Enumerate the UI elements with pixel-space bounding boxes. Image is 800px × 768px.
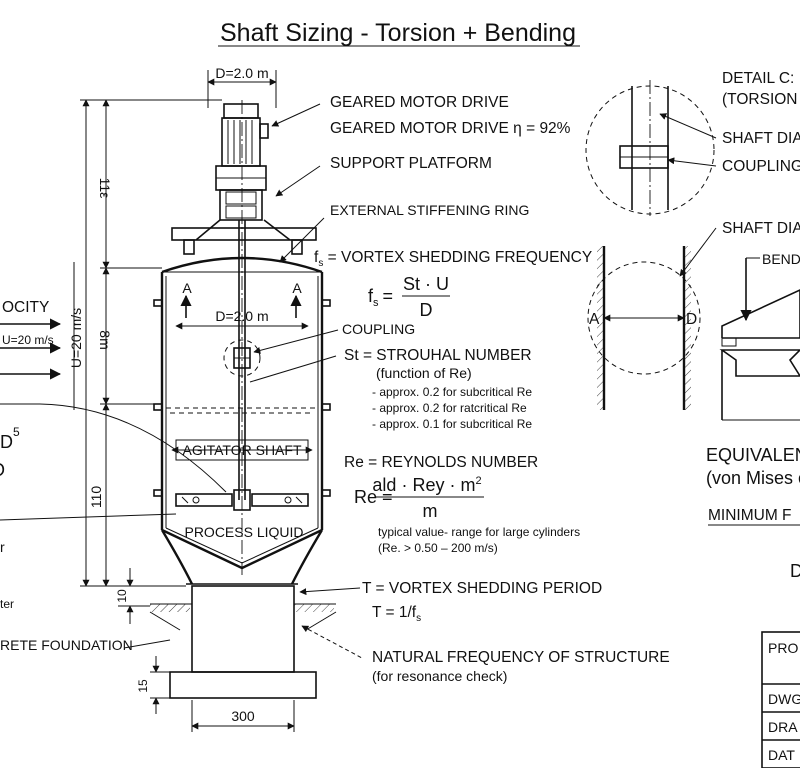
title-block: PRO DWG DRA DAT <box>761 631 800 768</box>
callout-support-platform: SUPPORT PLATFORM <box>330 155 492 172</box>
foundation-footing <box>169 671 317 699</box>
von-mises-label: (von Mises c <box>706 468 800 488</box>
top-diameter-dim: D=2.0 m <box>215 65 268 81</box>
foundation-label: RETE FOUNDATION <box>0 637 133 653</box>
re-denominator: m <box>423 501 438 521</box>
height-dim-4: 10 <box>115 589 129 603</box>
re-definition: Re = REYNOLDS NUMBER <box>344 454 538 471</box>
callout-geared-motor: GEARED MOTOR DRIVE <box>330 94 509 111</box>
detail-c-title: DETAIL C: <box>722 70 794 87</box>
detail-panel: DETAIL C: (TORSION SHAFT DIA COUPLING A … <box>585 70 800 581</box>
st-note-2: - approx. 0.2 for ratcritical Re <box>372 401 527 415</box>
section-mark-a-left: A <box>182 280 192 296</box>
fs-definition: fs = VORTEX SHEDDING FREQUENCY <box>314 249 592 269</box>
re-note-2: (Re. > 0.50 – 200 m/s) <box>378 541 498 555</box>
left-frag-d2: D <box>0 460 5 480</box>
detail-shaft-dia-2: SHAFT DIA <box>722 220 800 237</box>
callout-geared-motor-eff: GEARED MOTOR DRIVE η = 92% <box>330 120 571 137</box>
equivalent-label: EQUIVALEN <box>706 445 800 465</box>
height-dim-1: 11ε <box>97 178 113 199</box>
detail-coupling-label: COUPLING <box>722 158 800 175</box>
formulas: fs = VORTEX SHEDDING FREQUENCY fs= St · … <box>314 249 670 684</box>
st-paren: (function of Re) <box>376 365 472 381</box>
agitator-shaft-label: AGITATOR SHAFT <box>182 442 301 458</box>
detail-c-subtitle: (TORSION <box>722 91 798 108</box>
fs-denominator: D <box>420 300 433 320</box>
t-equation: T = 1/fs <box>372 604 421 624</box>
natural-frequency: NATURAL FREQUENCY OF STRUCTURE <box>372 649 670 666</box>
impeller-blade-left <box>175 493 233 507</box>
left-frag-ter: ter <box>0 597 14 611</box>
impeller-blade-right <box>251 493 309 507</box>
fs-equation-lhs: fs= <box>368 286 393 309</box>
vertical-dimensions: 11ε 8m 110 10 15 <box>80 99 222 714</box>
drawing-title: Shaft Sizing - Torsion + Bending <box>220 19 576 47</box>
left-frag-r: r <box>0 539 5 555</box>
minimum-label: MINIMUM F <box>708 507 792 524</box>
process-liquid-label: PROCESS LIQUID <box>184 524 303 540</box>
height-dim-2: 8m <box>97 330 113 349</box>
wind-loading: OCITY U=20 m/s U=20 m/s D 5 D r ter RETE… <box>0 262 227 653</box>
velocity-label: OCITY <box>2 299 49 316</box>
vessel: D=2.0 m <box>153 65 331 585</box>
callout-stiffening-ring: EXTERNAL STIFFENING RING <box>330 202 529 218</box>
section-circle <box>587 261 701 375</box>
callouts: GEARED MOTOR DRIVE GEARED MOTOR DRIVE η … <box>249 94 571 659</box>
foundation-pier <box>191 585 295 673</box>
bend-label: BEND <box>762 251 800 267</box>
motor-fan-cover <box>223 103 259 119</box>
natural-frequency-note: (for resonance check) <box>372 668 507 684</box>
foundation: 300 <box>149 585 337 732</box>
section-a-label: A <box>589 311 600 328</box>
title-block-drawn: DRA <box>768 719 798 735</box>
left-frag-exp: 5 <box>13 425 20 439</box>
section-d-label: D <box>686 311 697 328</box>
st-note-1: - approx. 0.2 for subcritical Re <box>372 385 532 399</box>
title-block-project: PRO <box>768 640 798 656</box>
title-block-date: DAT <box>768 747 795 763</box>
section-mark-a-right: A <box>292 280 302 296</box>
detail-shaft-dia: SHAFT DIA <box>722 130 800 147</box>
base-width-dim: 300 <box>231 708 255 724</box>
height-dim-5: 15 <box>136 679 150 693</box>
bending-moment-diagram <box>721 289 800 338</box>
title-block-dwg: DWG <box>768 691 800 707</box>
st-note-3: - approx. 0.1 for subcritical Re <box>372 417 532 431</box>
re-note-1: typical value- range for large cylinders <box>378 525 580 539</box>
support-platform <box>171 227 317 241</box>
left-frag-d: D <box>0 432 13 452</box>
st-definition: St = STROUHAL NUMBER <box>344 347 532 364</box>
re-lhs: Re = <box>354 487 393 507</box>
coupling-detail-circle <box>223 339 261 377</box>
callout-coupling: COUPLING <box>342 321 415 337</box>
wind-speed-vertical: U=20 m/s <box>68 308 84 368</box>
d-fragment: D <box>790 561 800 581</box>
impeller-hub <box>233 489 251 511</box>
wind-speed-label: U=20 m/s <box>2 333 54 347</box>
re-numerator: ald · Rey · m2 <box>372 475 481 495</box>
vessel-skirt <box>160 529 194 585</box>
height-dim-3: 110 <box>88 486 104 509</box>
fs-numerator: St · U <box>403 274 449 294</box>
t-definition: T = VORTEX SHEDDING PERIOD <box>362 580 602 597</box>
